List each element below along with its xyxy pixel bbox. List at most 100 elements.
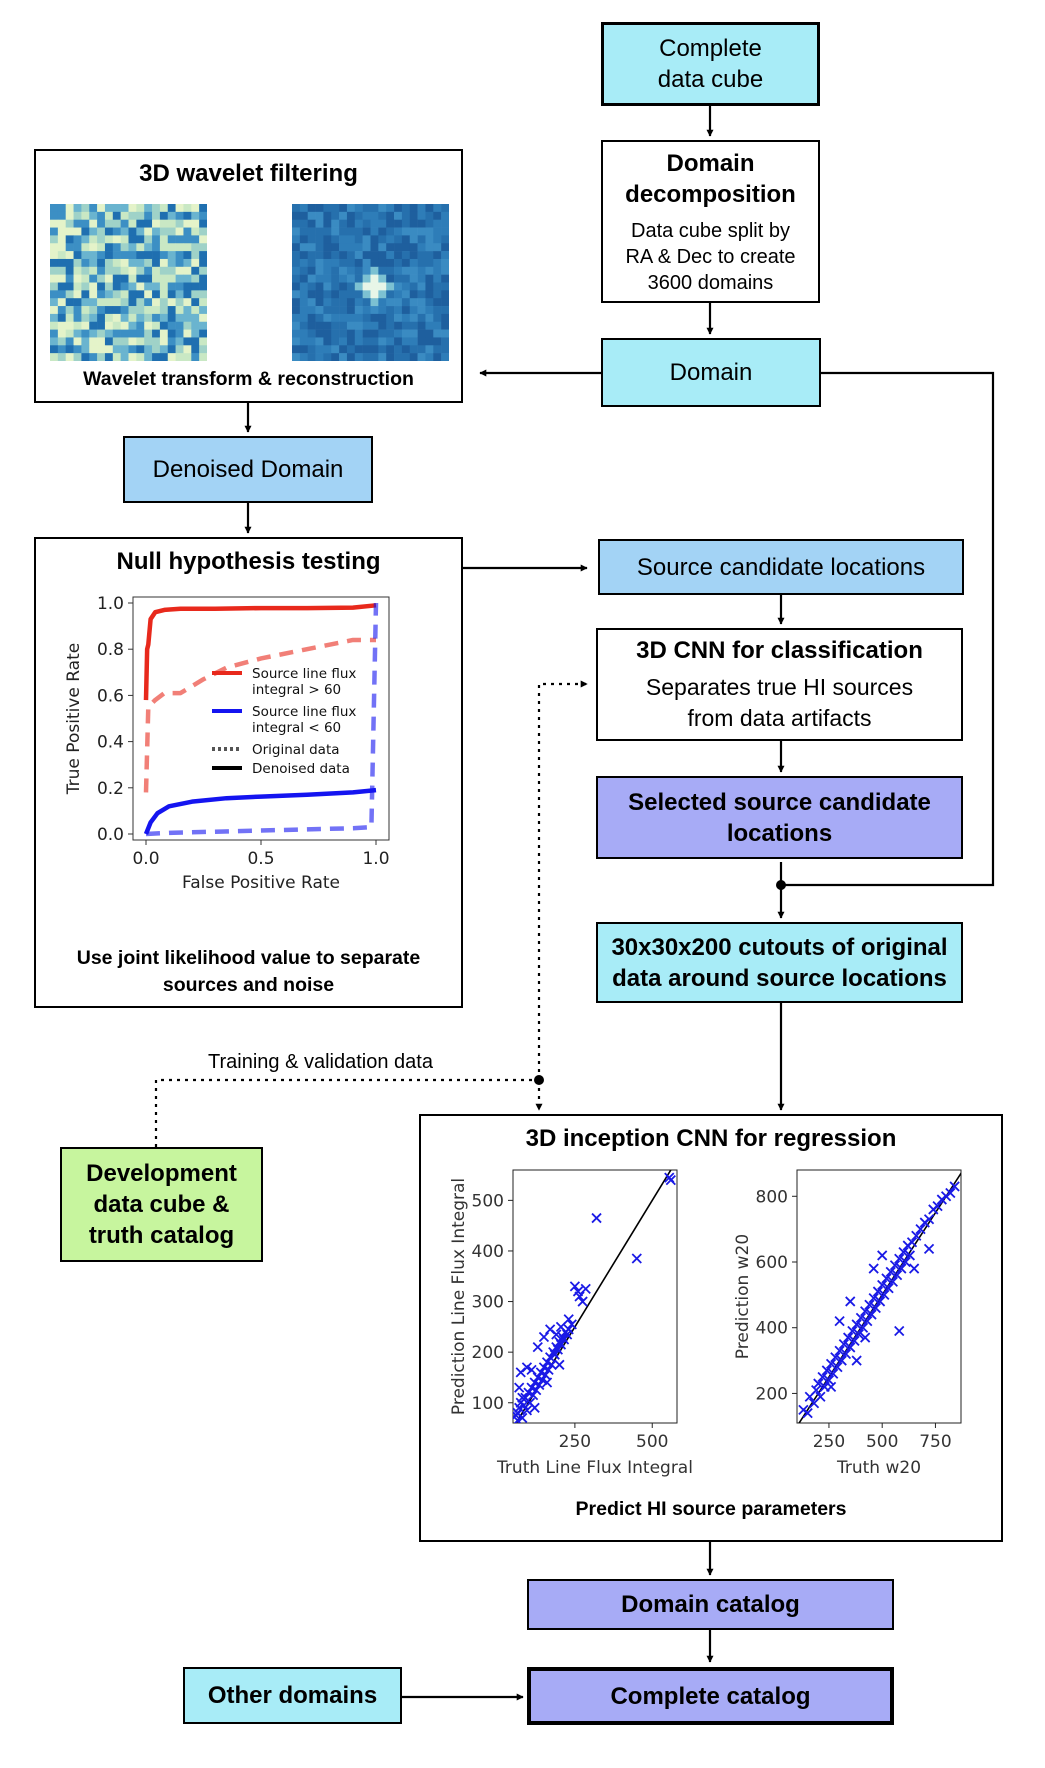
texture-cell [175,353,184,361]
texture-cell [433,219,442,228]
scatter-point [551,1329,562,1340]
texture-cell [362,227,371,236]
texture-cell [441,345,449,354]
texture-cell [394,298,403,307]
texture-cell [315,266,324,275]
texture-cell [183,243,192,252]
texture-cell [112,353,121,361]
texture-cell [65,243,74,252]
texture-cell [339,227,348,236]
texture-cell [144,313,153,323]
texture-cell [57,251,66,260]
texture-cell [425,211,434,220]
texture-cell [417,274,426,283]
texture-cell [331,204,340,213]
scatter-point [898,1247,909,1258]
texture-cell [136,306,145,315]
scatter-point [840,1348,852,1360]
texture-cell [362,313,371,323]
texture-cell [409,282,418,291]
cutouts-label: 30x30x200 cutouts of original data aroun… [611,933,948,992]
scatter-point [836,1355,847,1366]
texture-cell [191,251,200,260]
texture-cell [331,211,340,220]
texture-cell [152,235,161,244]
texture-cell [339,258,348,268]
texture-cell [175,204,184,213]
texture-cell [370,211,379,220]
texture-cell [65,274,74,283]
texture-cell [378,298,387,307]
texture-cell [104,337,114,346]
texture-cell [386,290,395,299]
texture-cell [199,345,207,354]
texture-cell [104,266,114,275]
texture-cell [97,258,106,268]
texture-cell [394,345,403,354]
texture-cell [299,274,308,283]
texture-cell [167,219,176,228]
texture-cell [144,290,153,299]
texture-cell [159,219,169,228]
texture-cell [401,290,411,299]
texture-cell [175,313,184,323]
texture-cell [57,337,66,346]
texture-cell [401,243,411,252]
texture-cell [73,313,82,323]
texture-cell [73,211,82,220]
texture-cell [362,306,371,315]
texture-cell [144,204,153,213]
texture-cell [65,329,74,338]
texture-cell [346,298,356,307]
texture-cell [441,282,449,291]
texture-cell [441,266,449,275]
scatter-point [521,1405,533,1416]
texture-cell [175,298,184,307]
scatter-point [891,1270,903,1281]
texture-cell [299,337,308,346]
texture-cell [323,258,332,268]
texture-cell [378,306,387,315]
texture-cell [362,353,371,361]
texture-cell [175,274,184,283]
scatter-point [845,1342,856,1353]
texture-cell [104,227,114,236]
scatter-point [862,1316,873,1327]
texture-cell [175,258,184,268]
scatter-point [546,1359,557,1370]
texture-cell [307,251,316,260]
texture-cell [299,243,308,252]
texture-cell [128,290,137,299]
texture-cell [136,290,145,299]
texture-cell [394,329,403,338]
scatter-point [877,1250,888,1261]
texture-cell [112,329,121,338]
texture-cell [370,251,379,260]
texture-cell [362,337,371,346]
scatter-point [847,1325,858,1337]
texture-cell [73,258,82,268]
texture-cell [183,353,192,361]
texture-cell [167,337,176,346]
texture-cell [144,306,153,315]
texture-cell [167,251,176,260]
texture-cell [370,329,379,338]
texture-cell [362,282,371,291]
texture-cell [299,211,308,220]
texture-cell [175,337,184,346]
roc-legend-label: integral > 60 [252,682,341,698]
texture-cell [386,353,395,361]
texture-cell [339,251,348,260]
roc-y-tick-label: 0.2 [97,779,124,799]
texture-cell [136,243,145,252]
texture-cell [401,227,411,236]
texture-cell [136,321,145,330]
texture-cell [292,204,301,213]
texture-cell [120,353,129,361]
texture-cell [386,227,395,236]
texture-cell [112,313,121,323]
texture-cell [89,353,98,361]
texture-cell [354,290,363,299]
texture-cell [128,251,137,260]
